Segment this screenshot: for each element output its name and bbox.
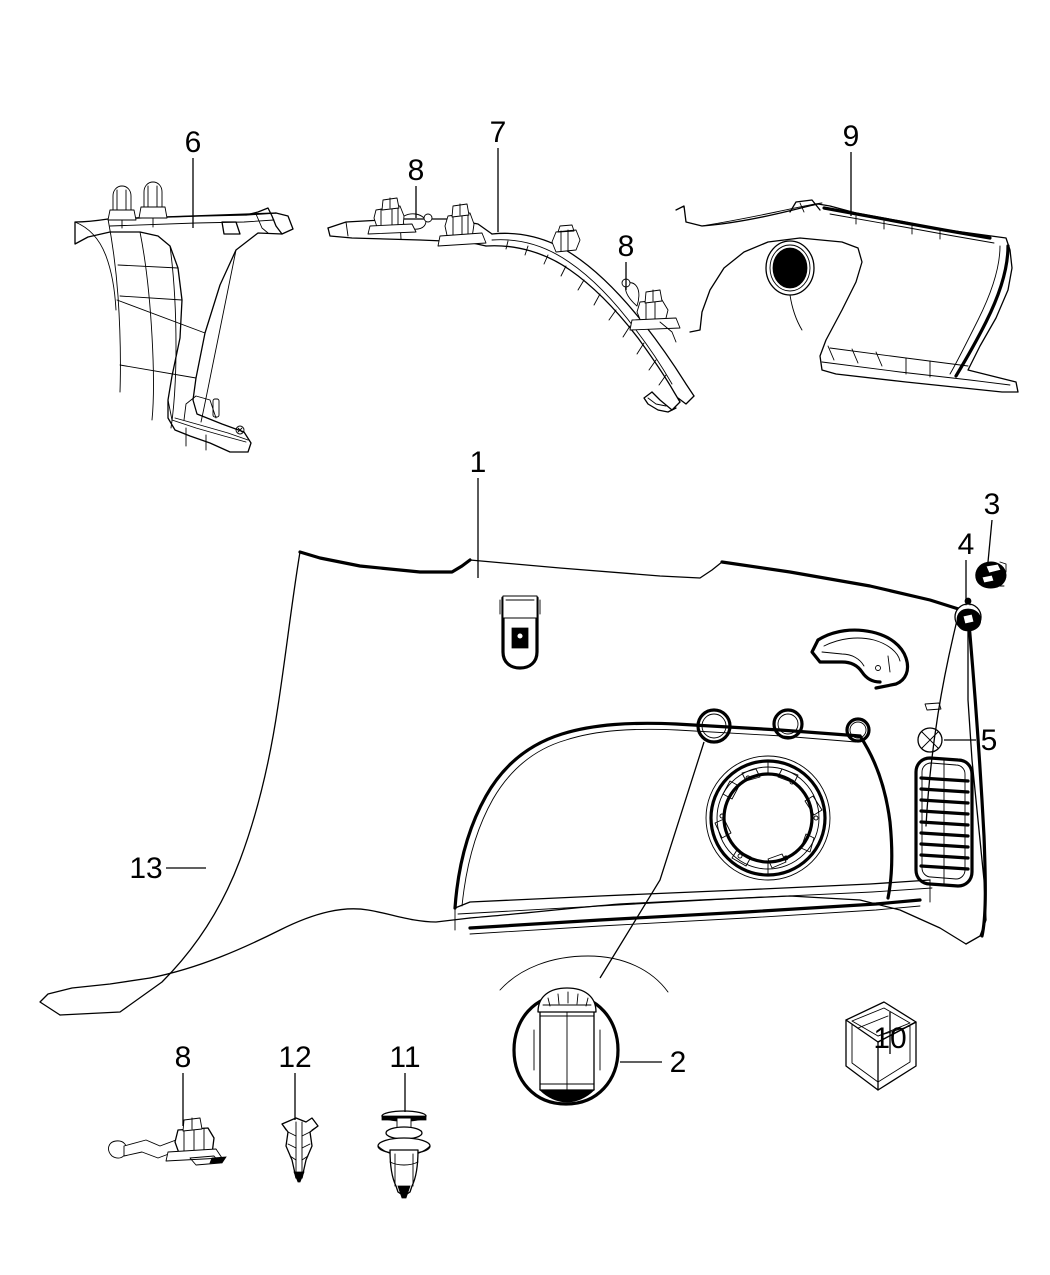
callout-8-bottom: 8 [175, 1041, 192, 1074]
part-3-retainer-clip: 3 [975, 488, 1007, 589]
callout-3: 3 [984, 488, 1001, 521]
part-6-top-clips [107, 181, 168, 229]
panel-latch-detail [499, 595, 541, 670]
callout-5: 5 [981, 724, 998, 757]
callout-13: 13 [129, 852, 162, 885]
part-10-storage-bin: 10 [845, 1001, 917, 1091]
part-7-clip-b [437, 203, 487, 247]
leader-3 [987, 519, 993, 563]
part-8-retainer-clip-bottom: 8 [108, 1041, 227, 1166]
callout-8-top: 8 [408, 154, 425, 187]
callout-1: 1 [470, 446, 487, 479]
callout-9: 9 [843, 120, 860, 153]
callout-11: 11 [389, 1041, 420, 1074]
part-9-d-pillar-trim: 9 [675, 120, 1019, 393]
callout-2: 2 [670, 1046, 687, 1079]
part-7-clip-c [551, 224, 581, 253]
part-12-christmas-tree-clip: 12 [278, 1041, 319, 1183]
part-7-clip-d [621, 278, 681, 343]
part-4-grommet: 4 [954, 528, 982, 632]
round-access-port-ring [705, 755, 831, 881]
callout-4: 4 [958, 528, 975, 561]
part-1-13-quarter-trim-panel: 1 13 5 [39, 446, 998, 1016]
panel-circular-openings [696, 708, 871, 744]
leader-detail-2 [599, 741, 705, 979]
part-7-clip-a [367, 197, 433, 235]
vent-grille [914, 756, 974, 888]
part-11-push-pin-fastener: 11 [377, 1041, 431, 1199]
part-2-bushing-detail: 2 [512, 987, 687, 1106]
screw-cover-cap [917, 727, 943, 753]
callout-12: 12 [278, 1041, 311, 1074]
callout-6: 6 [185, 126, 202, 159]
part-6-b-pillar-trim: 6 [74, 126, 294, 453]
assist-grab-handle [810, 628, 910, 690]
part-7-roof-rail-trim: 7 8 8 [327, 116, 695, 413]
callout-10: 10 [873, 1022, 906, 1055]
callout-7: 7 [490, 116, 507, 149]
callout-8-mid: 8 [618, 230, 635, 263]
